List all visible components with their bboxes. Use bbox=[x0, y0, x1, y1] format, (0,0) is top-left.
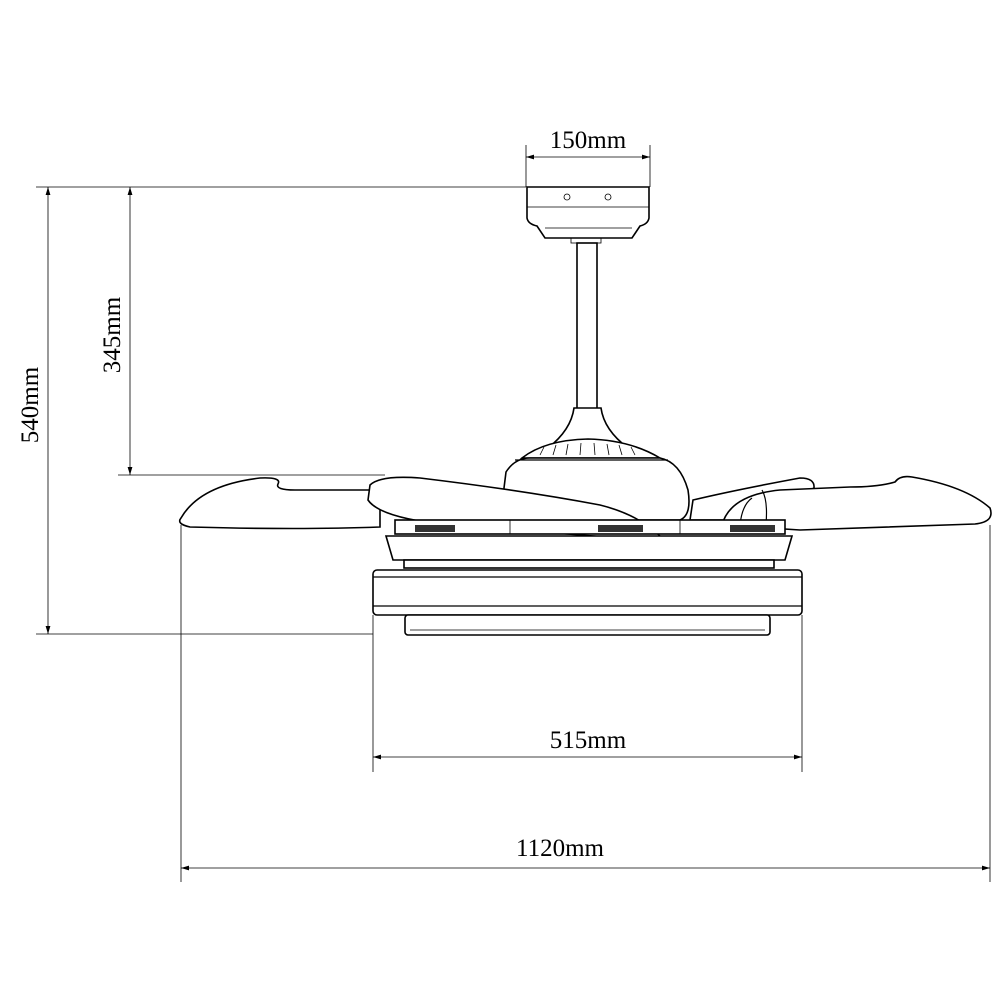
dimension-canopy-width: 150mm bbox=[525, 127, 651, 187]
light-kit bbox=[372, 535, 803, 636]
blade-right-front bbox=[720, 475, 992, 531]
downrod bbox=[576, 242, 598, 410]
canopy bbox=[526, 186, 650, 244]
fan-blades bbox=[178, 475, 992, 543]
light-width-label: 515mm bbox=[550, 727, 627, 754]
dimension-total-height: 540mm bbox=[17, 186, 526, 635]
dimension-light-width: 515mm bbox=[372, 615, 803, 772]
dimension-drop-to-blade: 345mm bbox=[99, 187, 385, 476]
total-height-label: 540mm bbox=[17, 366, 44, 443]
canopy-width-label: 150mm bbox=[550, 127, 627, 154]
blade-span-label: 1120mm bbox=[516, 835, 605, 862]
blade-hardware bbox=[394, 519, 786, 535]
drop-to-blade-label: 345mm bbox=[99, 296, 126, 373]
blade-left-back bbox=[178, 477, 381, 530]
ceiling-fan bbox=[178, 186, 992, 636]
dimension-blade-span: 1120mm bbox=[180, 525, 991, 882]
